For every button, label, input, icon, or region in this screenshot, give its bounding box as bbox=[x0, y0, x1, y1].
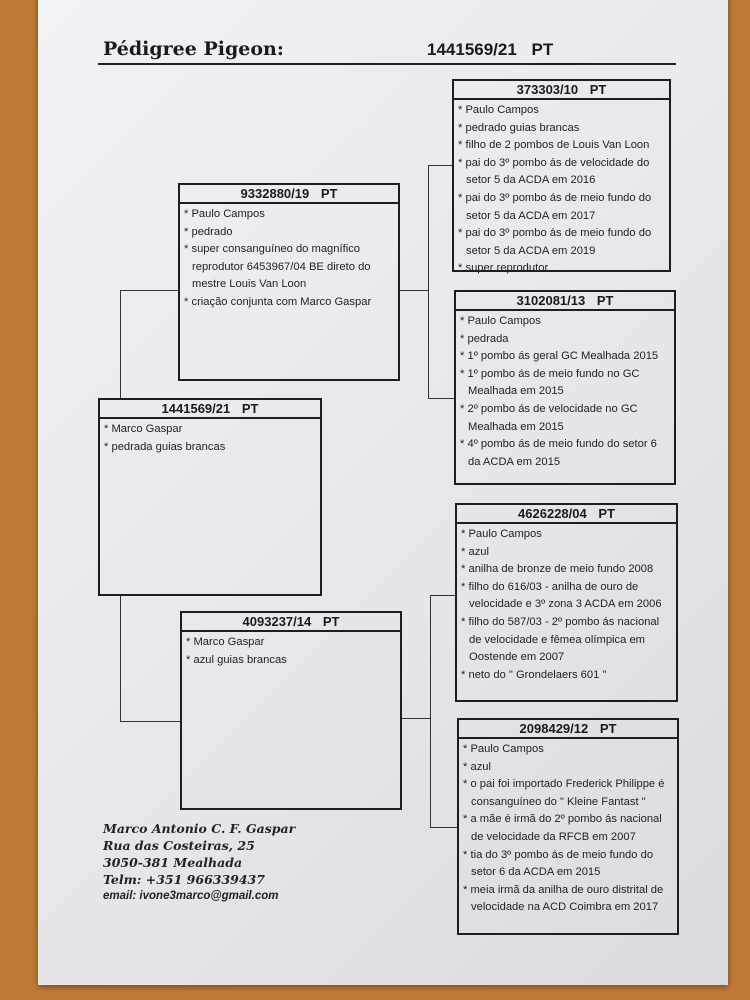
note: pedrado bbox=[184, 224, 394, 242]
connector bbox=[428, 165, 452, 166]
note: criação conjunta com Marco Gaspar bbox=[184, 294, 394, 312]
connector bbox=[120, 290, 121, 398]
note: azul bbox=[461, 544, 672, 562]
note: meia irmã da anilha de ouro distrital de… bbox=[463, 882, 673, 917]
note: filho do 587/03 - 2º pombo ás nacional d… bbox=[461, 614, 672, 667]
pigeon-box-dam-sire: 4626228/04 PT Paulo Camposazulanilha de … bbox=[455, 503, 678, 702]
note: a mãe é irmã do 2º pombo ás nacional de … bbox=[463, 811, 673, 846]
note: Marco Gaspar bbox=[104, 421, 316, 439]
note: Marco Gaspar bbox=[186, 634, 396, 652]
note: tia do 3º pombo ás de meio fundo do seto… bbox=[463, 847, 673, 882]
note: Paulo Campos bbox=[460, 313, 670, 331]
ring-number: 4626228/04 PT bbox=[457, 505, 676, 524]
ring-number: 3102081/13 PT bbox=[456, 292, 674, 311]
connector bbox=[428, 165, 429, 398]
note: Paulo Campos bbox=[184, 206, 394, 224]
note: pai do 3º pombo ás de meio fundo do seto… bbox=[458, 190, 665, 225]
note: pedrado guias brancas bbox=[458, 120, 665, 138]
note: Paulo Campos bbox=[458, 102, 665, 120]
contact-phone: Telm: +351 966339437 bbox=[103, 872, 265, 887]
ring-number: 4093237/14 PT bbox=[182, 613, 400, 632]
note: 1º pombo ás geral GC Mealhada 2015 bbox=[460, 348, 670, 366]
connector bbox=[430, 595, 431, 827]
pigeon-box-sire: 9332880/19 PT Paulo Campospedradosuper c… bbox=[178, 183, 400, 381]
connector bbox=[430, 827, 457, 828]
note: azul guias brancas bbox=[186, 652, 396, 670]
connector bbox=[120, 596, 121, 721]
ring-number: 1441569/21 PT bbox=[100, 400, 320, 419]
note: azul bbox=[463, 759, 673, 777]
title-rule bbox=[98, 63, 676, 65]
note: 2º pombo ás de velocidade no GC Mealhada… bbox=[460, 401, 670, 436]
contact-email: email: ivone3marco@gmail.com bbox=[103, 890, 279, 902]
connector bbox=[402, 718, 430, 719]
pigeon-box-dam: 4093237/14 PT Marco Gasparazul guias bra… bbox=[180, 611, 402, 810]
pigeon-box-dam-dam: 2098429/12 PT Paulo Camposazulo pai foi … bbox=[457, 718, 679, 935]
note: filho de 2 pombos de Louis Van Loon bbox=[458, 137, 665, 155]
note: 4º pombo ás de meio fundo do setor 6 da … bbox=[460, 436, 670, 471]
ring-number: 9332880/19 PT bbox=[180, 185, 398, 204]
page-title: Pédigree Pigeon: bbox=[103, 38, 284, 60]
connector bbox=[120, 290, 178, 291]
note: filho do 616/03 - anilha de ouro de velo… bbox=[461, 579, 672, 614]
ring-number: 2098429/12 PT bbox=[459, 720, 677, 739]
note: neto do " Grondelaers 601 " bbox=[461, 667, 672, 685]
contact-name: Marco Antonio C. F. Gaspar bbox=[103, 821, 296, 836]
pigeon-box-main: 1441569/21 PT Marco Gasparpedrada guias … bbox=[98, 398, 322, 596]
pigeon-box-sire-sire: 373303/10 PT Paulo Campospedrado guias b… bbox=[452, 79, 671, 274]
connector bbox=[400, 290, 428, 291]
connector bbox=[120, 721, 180, 722]
note: pai do 3º pombo ás de meio fundo do seto… bbox=[458, 225, 665, 260]
note: super consanguíneo do magnífico reprodut… bbox=[184, 241, 394, 294]
pigeon-box-sire-dam: 3102081/13 PT Paulo Campospedrada1º pomb… bbox=[454, 290, 676, 485]
note: 1º pombo ás de meio fundo no GC Mealhada… bbox=[460, 366, 670, 401]
contact-block: Marco Antonio C. F. Gaspar Rua das Coste… bbox=[103, 820, 295, 905]
note: Paulo Campos bbox=[463, 741, 673, 759]
contact-city: 3050-381 Mealhada bbox=[103, 855, 243, 870]
note: super reprodutor bbox=[458, 260, 665, 278]
note: anilha de bronze de meio fundo 2008 bbox=[461, 561, 672, 579]
connector bbox=[428, 398, 454, 399]
contact-street: Rua das Costeiras, 25 bbox=[103, 838, 255, 853]
note: pedrada guias brancas bbox=[104, 439, 316, 457]
note: pedrada bbox=[460, 331, 670, 349]
note: Paulo Campos bbox=[461, 526, 672, 544]
note: o pai foi importado Frederick Philippe é… bbox=[463, 776, 673, 811]
main-ring-title: 1441569/21 PT bbox=[427, 40, 554, 59]
note: pai do 3º pombo ás de velocidade do seto… bbox=[458, 155, 665, 190]
connector bbox=[430, 595, 455, 596]
ring-number: 373303/10 PT bbox=[454, 81, 669, 100]
